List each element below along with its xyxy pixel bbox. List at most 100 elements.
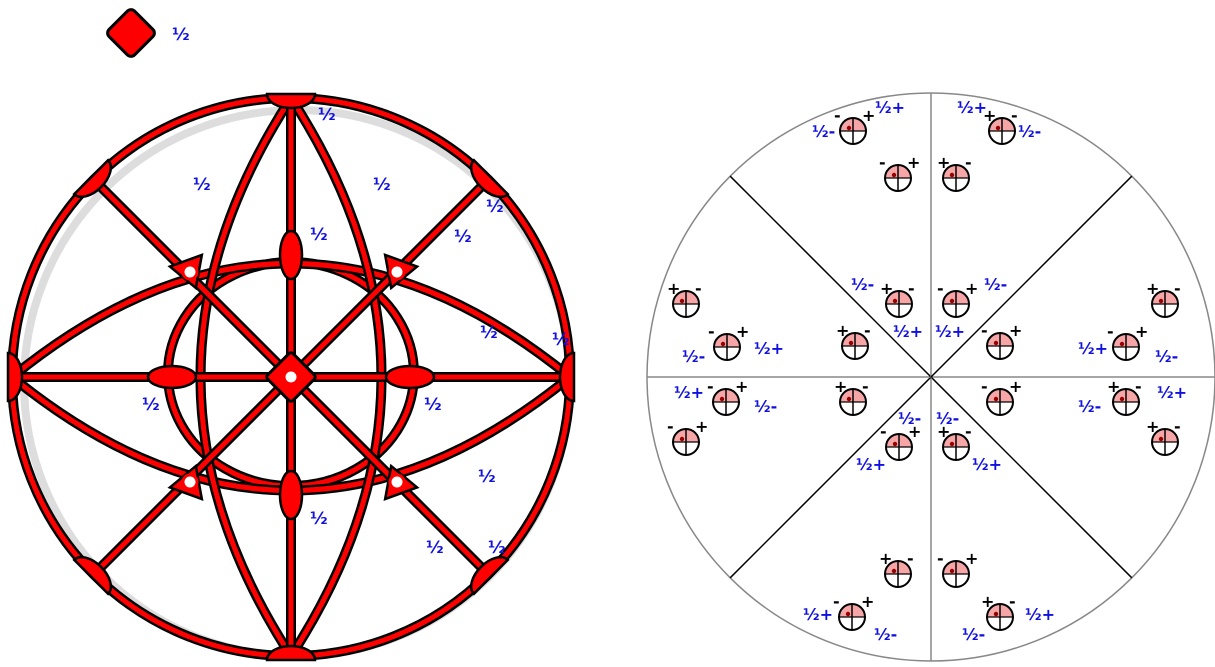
charge-sign: + [861, 592, 874, 611]
half-sign-label: ½+ [674, 383, 704, 402]
half-label: ½ [488, 538, 506, 558]
half-sign-label: ½- [962, 625, 985, 644]
sector-divider [930, 175, 1133, 378]
molecule: +- [667, 279, 702, 318]
triangle-node [383, 252, 420, 291]
edge-node [6, 351, 24, 403]
charge-sign: + [981, 592, 994, 611]
half-label: ½ [310, 225, 328, 245]
half-label: ½ [310, 509, 328, 529]
charge-sign: - [1174, 279, 1181, 298]
half-label: ½ [478, 467, 496, 487]
charge-sign: - [707, 377, 714, 396]
charge-sign: - [695, 279, 702, 298]
sector-divider [729, 376, 932, 579]
charge-sign: + [983, 106, 996, 125]
molecule: -+ [880, 422, 921, 461]
edge-node [72, 158, 113, 199]
half-sign-label: ½+ [1025, 605, 1055, 624]
molecule: +- [1146, 417, 1181, 456]
charge-sign: + [965, 279, 978, 298]
molecule: +- [834, 377, 869, 416]
charge-sign: + [880, 279, 893, 298]
molecule: +- [937, 153, 972, 192]
half-label: ½ [193, 175, 211, 195]
half-label: ½ [373, 175, 391, 195]
half-sign-label: ½+ [957, 98, 987, 117]
half-sign-label: ½+ [935, 322, 965, 341]
charge-sign: - [965, 422, 972, 441]
charge-sign: - [981, 321, 988, 340]
molecule: -+ [937, 279, 978, 318]
molecule: +- [983, 106, 1018, 145]
charge-sign: - [1174, 417, 1181, 436]
triangle-node [383, 463, 420, 502]
molecule: +- [937, 422, 972, 461]
half-sign-label: ½+ [803, 605, 833, 624]
molecule: -+ [667, 417, 708, 456]
charge-sign: - [937, 279, 944, 298]
charge-sign: - [862, 377, 869, 396]
charge-sign: + [1146, 417, 1159, 436]
charge-sign: + [1009, 377, 1022, 396]
charge-sign: - [937, 549, 944, 568]
edge-node [72, 555, 113, 596]
charge-sign: - [981, 377, 988, 396]
charge-sign: + [1146, 279, 1159, 298]
center-ring [282, 368, 300, 386]
vertex-lens [146, 364, 198, 390]
right-diagram: -++--++-+--+-++-+--++--++--+-++--++--++-… [646, 92, 1215, 662]
charge-sign: + [1009, 321, 1022, 340]
molecule: -+ [834, 106, 875, 145]
half-sign-label: ½+ [972, 455, 1002, 474]
charge-sign: + [879, 549, 892, 568]
charge-sign: + [735, 377, 748, 396]
charge-sign: + [834, 377, 847, 396]
charge-sign: + [1107, 377, 1120, 396]
charge-sign: - [667, 417, 674, 436]
charge-sign: + [862, 106, 875, 125]
charge-sign: + [965, 549, 978, 568]
half-sign-label: ½- [1078, 397, 1101, 416]
molecule: -+ [833, 592, 874, 631]
molecule: +- [981, 592, 1016, 631]
charge-sign: - [879, 153, 886, 172]
half-sign-label: ½- [754, 397, 777, 416]
charge-sign: - [864, 321, 871, 340]
legend-diamond-icon [106, 8, 156, 58]
charge-sign: + [1135, 322, 1148, 341]
charge-sign: + [836, 321, 849, 340]
charge-sign: + [937, 153, 950, 172]
vertex-lens [278, 469, 304, 521]
triangle-node [167, 463, 204, 502]
half-sign-label: ½- [812, 122, 835, 141]
half-sign-label: ½+ [754, 339, 784, 358]
edge-node [469, 158, 510, 199]
charge-sign: + [736, 322, 749, 341]
molecule: +- [1107, 377, 1142, 416]
molecule: -+ [879, 153, 920, 192]
charge-sign: - [834, 106, 841, 125]
charge-sign: - [1011, 106, 1018, 125]
charge-sign: - [1009, 592, 1016, 611]
vertex-lens [278, 229, 304, 281]
charge-sign: + [908, 422, 921, 441]
half-sign-label: ½- [898, 409, 921, 428]
charge-sign: + [695, 417, 708, 436]
charge-sign: - [1135, 377, 1142, 396]
half-sign-label: ½- [682, 347, 705, 366]
charge-sign: - [833, 592, 840, 611]
edge-node [558, 351, 576, 403]
charge-sign: - [907, 549, 914, 568]
legend-label: ½ [172, 25, 190, 45]
charge-sign: - [1107, 322, 1114, 341]
charge-sign: - [708, 322, 715, 341]
charge-sign: - [908, 279, 915, 298]
half-label: ½ [486, 197, 504, 217]
molecule: +- [880, 279, 915, 318]
sector-divider [729, 175, 932, 378]
molecule: -+ [707, 377, 748, 416]
half-sign-label: ½+ [856, 455, 886, 474]
